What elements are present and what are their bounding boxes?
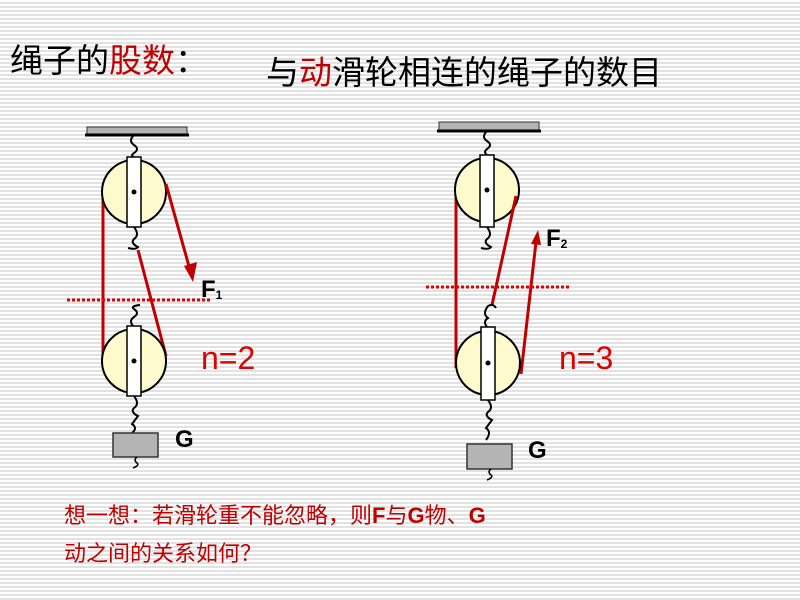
ceiling-support	[438, 121, 540, 131]
hook-icon	[486, 468, 493, 481]
question-part: 与	[385, 504, 408, 529]
title-label: 绳子的股数：	[10, 34, 208, 82]
weight-label: G	[175, 426, 194, 453]
arrow-head-icon	[184, 262, 197, 282]
question-part: 物、	[424, 504, 469, 529]
question-part: 想一想：若滑轮重不能忽略，则	[64, 504, 373, 529]
rope-pull	[164, 183, 192, 271]
force-label: F1	[201, 276, 223, 303]
question-text: 想一想：若滑轮重不能忽略，则F与G物、G 动之间的关系如何？	[64, 497, 486, 574]
hook-icon	[483, 130, 491, 156]
pulley-system-left: F1 n=2 G	[67, 126, 255, 469]
rope-count-label: n=3	[559, 340, 613, 376]
weight-block	[112, 432, 159, 458]
axle	[131, 189, 137, 195]
hook-icon	[132, 456, 139, 469]
arrow-head-icon	[531, 230, 541, 245]
ceiling-support	[86, 126, 188, 135]
weight-label: G	[528, 437, 547, 464]
axle	[485, 360, 491, 366]
hook-icon	[480, 226, 493, 250]
hook-icon	[130, 395, 140, 434]
definition-text: 与	[266, 53, 299, 92]
hook-icon	[484, 303, 497, 329]
question-symbol-g: G	[407, 503, 425, 528]
title-highlight: 股数	[109, 41, 175, 80]
weight-block	[466, 443, 513, 470]
definition-text-rest: 滑轮相连的绳子的数目	[332, 53, 662, 92]
rope-pull	[519, 241, 538, 375]
rope-count-label: n=2	[201, 340, 255, 376]
hook-icon	[127, 226, 140, 250]
question-symbol-g: G	[468, 503, 486, 528]
question-line-2: 动之间的关系如何？	[64, 542, 263, 567]
hook-icon	[130, 134, 138, 158]
question-symbol-f: F	[372, 503, 386, 528]
title-text: 绳子的	[10, 41, 109, 80]
hook-icon	[484, 399, 494, 441]
title-definition: 与动滑轮相连的绳子的数目	[266, 46, 662, 94]
axle	[131, 358, 137, 364]
axle	[484, 187, 490, 193]
definition-highlight: 动	[299, 53, 332, 92]
title-colon: ：	[175, 41, 208, 80]
question-line-1: 想一想：若滑轮重不能忽略，则F与G物、G	[64, 497, 486, 536]
rope	[136, 249, 168, 357]
hook-icon	[130, 304, 141, 328]
force-label: F2	[546, 225, 568, 252]
pulley-system-right: F2 n=3 G	[426, 121, 613, 481]
